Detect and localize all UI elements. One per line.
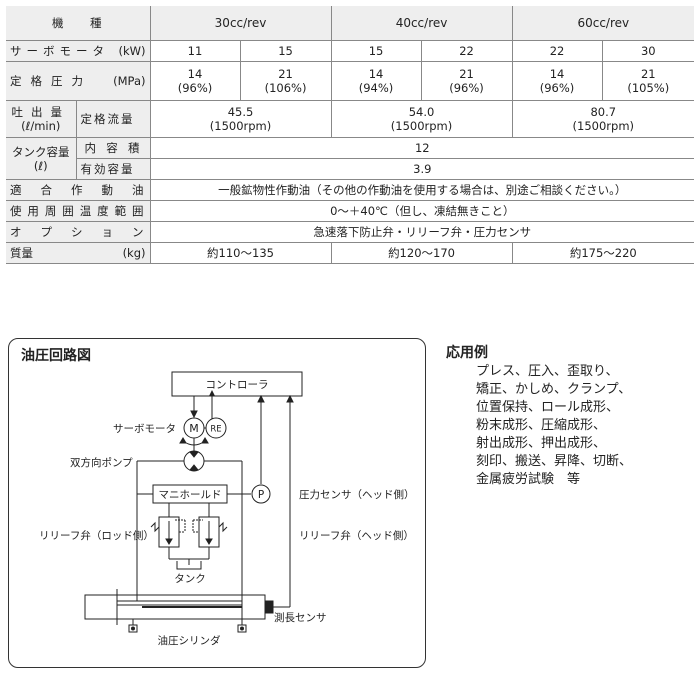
table-cell: 14(96%) bbox=[149, 61, 240, 101]
tank-inner-label: 内容積 bbox=[75, 137, 150, 159]
cylinder-label: 油圧シリンダ bbox=[158, 634, 221, 647]
arrow-icon bbox=[209, 390, 215, 396]
relief-valve-head-symbol bbox=[192, 516, 228, 548]
relief-rod-label: リリーフ弁（ロッド側） bbox=[39, 529, 154, 542]
arrow-icon bbox=[286, 394, 294, 403]
table-cell: 22 bbox=[511, 40, 603, 62]
tank-effective-value: 3.9 bbox=[149, 158, 695, 180]
relief-head-label: リリーフ弁（ヘッド側） bbox=[299, 529, 414, 542]
mass-label-text: 質量 bbox=[10, 246, 33, 260]
discharge-label: 吐出量 (ℓ/min) bbox=[6, 100, 76, 138]
hydraulic-circuit-diagram: コントローラ M RE サーボモータ 双方向ポンプ マニホールド P 圧力センサ… bbox=[39, 371, 415, 647]
manifold-label: マニホールド bbox=[159, 489, 222, 501]
table-cell: 30 bbox=[601, 40, 695, 62]
model-40cc: 40cc/rev bbox=[330, 6, 513, 41]
rated-pressure-label: (MPa) 定格圧力 bbox=[6, 61, 150, 101]
spec-table: 機 種 30cc/rev 40cc/rev 60cc/rev (kW) サーボモ… bbox=[6, 6, 695, 264]
servo-motor-label-text: サーボモータ bbox=[10, 44, 109, 58]
list-item: 位置保持、ロール成形、 bbox=[476, 400, 620, 415]
table-cell: 21(105%) bbox=[601, 61, 695, 101]
motor-symbol-label: M bbox=[189, 422, 199, 435]
table-cell: 14(94%) bbox=[330, 61, 422, 101]
options-value: 急速落下防止弁・リリーフ弁・圧力センサ bbox=[149, 221, 695, 243]
relief-valve-rod-symbol bbox=[150, 516, 186, 548]
arrow-icon bbox=[257, 394, 265, 403]
rated-pressure-unit: (MPa) bbox=[113, 74, 146, 88]
header-label: 機 種 bbox=[6, 6, 150, 41]
rated-pressure-row: (MPa) 定格圧力 14(96%) 21(106%) 14(94%) 21(9… bbox=[6, 61, 695, 101]
table-cell: 14(96%) bbox=[511, 61, 603, 101]
tank-label: タンク bbox=[174, 573, 206, 585]
options-label: オプション bbox=[6, 221, 150, 243]
model-30cc: 30cc/rev bbox=[149, 6, 332, 41]
temperature-value: 0～＋40℃（但し、凍結無きこと） bbox=[149, 200, 695, 222]
hydraulic-cylinder-symbol bbox=[84, 589, 274, 633]
encoder-symbol-label: RE bbox=[210, 425, 221, 435]
applications-title: 応用例 bbox=[446, 345, 488, 361]
discharge-sub-label: 定格流量 bbox=[75, 100, 150, 138]
tank-inner-row: タンク容量 (ℓ) 内容積 12 bbox=[6, 137, 695, 180]
servo-motor-label: (kW) サーボモータ bbox=[6, 40, 150, 62]
table-cell: 約120～170 bbox=[330, 242, 513, 264]
list-item: 射出成形、押出成形、 bbox=[476, 436, 607, 451]
tank-effective-label: 有効容量 bbox=[75, 158, 150, 180]
list-item: 金属疲労試験 等 bbox=[476, 472, 581, 487]
applications-section: 応用例 プレス、圧入、歪取り、 矯正、かしめ、クランプ、 位置保持、ロール成形、… bbox=[446, 344, 632, 489]
servo-motor-row: (kW) サーボモータ 11 15 15 22 22 30 bbox=[6, 40, 695, 62]
temperature-row: 使用周囲温度範囲 0～＋40℃（但し、凍結無きこと） bbox=[6, 200, 695, 222]
stroke-sensor-symbol bbox=[264, 600, 274, 614]
mass-row: (kg) 質量 約110～135 約120～170 約175～220 bbox=[6, 242, 695, 264]
table-cell: 21(106%) bbox=[239, 61, 332, 101]
mass-unit: (kg) bbox=[122, 246, 146, 260]
tank-effective-row: 有効容量 3.9 bbox=[6, 158, 695, 180]
tank-symbol bbox=[176, 561, 202, 570]
model-60cc: 60cc/rev bbox=[511, 6, 695, 41]
oil-row: 適合作動油 一般鉱物性作動油（その他の作動油を使用する場合は、別途ご相談ください… bbox=[6, 179, 695, 201]
list-item: 粉末成形、圧縮成形、 bbox=[476, 418, 607, 433]
table-cell: 約110～135 bbox=[149, 242, 332, 264]
temperature-label: 使用周囲温度範囲 bbox=[6, 200, 150, 222]
controller-label: コントローラ bbox=[206, 379, 269, 391]
table-cell: 45.5(1500rpm) bbox=[149, 100, 332, 138]
servo-motor-label: サーボモータ bbox=[113, 423, 176, 435]
discharge-row: 吐出量 (ℓ/min) 定格流量 45.5(1500rpm) 54.0(1500… bbox=[6, 100, 695, 138]
list-item: 矯正、かしめ、クランプ、 bbox=[476, 382, 632, 397]
mass-label: (kg) 質量 bbox=[6, 242, 150, 264]
table-cell: 15 bbox=[239, 40, 332, 62]
list-item: プレス、圧入、歪取り、 bbox=[476, 364, 619, 379]
servo-motor-unit: (kW) bbox=[118, 44, 146, 58]
tank-inner-value: 12 bbox=[149, 137, 695, 159]
table-cell: 80.7(1500rpm) bbox=[511, 100, 695, 138]
pressure-sensor-symbol bbox=[251, 484, 271, 504]
table-cell: 約175～220 bbox=[511, 242, 695, 264]
controller-box bbox=[171, 371, 303, 397]
hydraulic-circuit-panel: 油圧回路図 bbox=[8, 338, 426, 668]
table-cell: 22 bbox=[420, 40, 513, 62]
pressure-symbol-label: P bbox=[258, 489, 264, 501]
arrow-icon bbox=[190, 410, 198, 419]
table-cell: 21(96%) bbox=[420, 61, 513, 101]
options-row: オプション 急速落下防止弁・リリーフ弁・圧力センサ bbox=[6, 221, 695, 243]
table-cell: 15 bbox=[330, 40, 422, 62]
table-cell: 11 bbox=[149, 40, 240, 62]
pump-label: 双方向ポンプ bbox=[70, 456, 133, 469]
stroke-sensor-label: 測長センサ bbox=[274, 611, 327, 624]
rated-pressure-label-text: 定格圧力 bbox=[10, 74, 92, 88]
applications-list: プレス、圧入、歪取り、 矯正、かしめ、クランプ、 位置保持、ロール成形、 粉末成… bbox=[476, 363, 632, 489]
list-item: 刻印、搬送、昇降、切断、 bbox=[476, 454, 633, 469]
oil-label: 適合作動油 bbox=[6, 179, 150, 201]
oil-value: 一般鉱物性作動油（その他の作動油を使用する場合は、別途ご相談ください。） bbox=[149, 179, 695, 201]
pressure-sensor-label: 圧力センサ（ヘッド側） bbox=[299, 488, 415, 501]
header-row: 機 種 30cc/rev 40cc/rev 60cc/rev bbox=[6, 6, 695, 41]
table-cell: 54.0(1500rpm) bbox=[330, 100, 513, 138]
tank-label: タンク容量 (ℓ) bbox=[6, 137, 76, 180]
circuit-title: 油圧回路図 bbox=[21, 348, 91, 364]
